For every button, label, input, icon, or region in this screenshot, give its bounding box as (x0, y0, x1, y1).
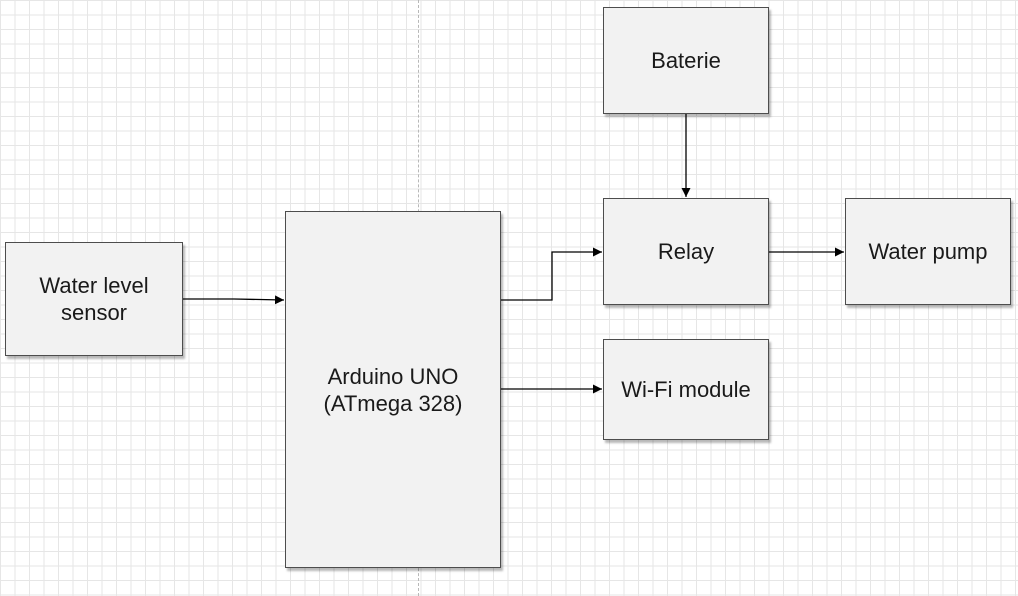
wifi-module-label: Wi-Fi module (621, 377, 751, 402)
arduino-uno-block[interactable]: Arduino UNO (ATmega 328) (285, 211, 501, 568)
arduino-uno-label: Arduino UNO (ATmega 328) (323, 363, 463, 416)
baterie-label: Baterie (651, 48, 721, 73)
wifi-module-block[interactable]: Wi-Fi module (603, 339, 769, 440)
water-level-sensor-block[interactable]: Water level sensor (5, 242, 183, 356)
connector-sensor-to-arduino (183, 295, 285, 305)
baterie-block[interactable]: Baterie (603, 7, 769, 114)
water-pump-block[interactable]: Water pump (845, 198, 1011, 305)
relay-block[interactable]: Relay (603, 198, 769, 305)
relay-label: Relay (657, 239, 715, 264)
water-level-sensor-label: Water level sensor (39, 273, 149, 325)
connector-arduino-to-relay (501, 247, 602, 301)
water-pump-label: Water pump (868, 239, 988, 264)
